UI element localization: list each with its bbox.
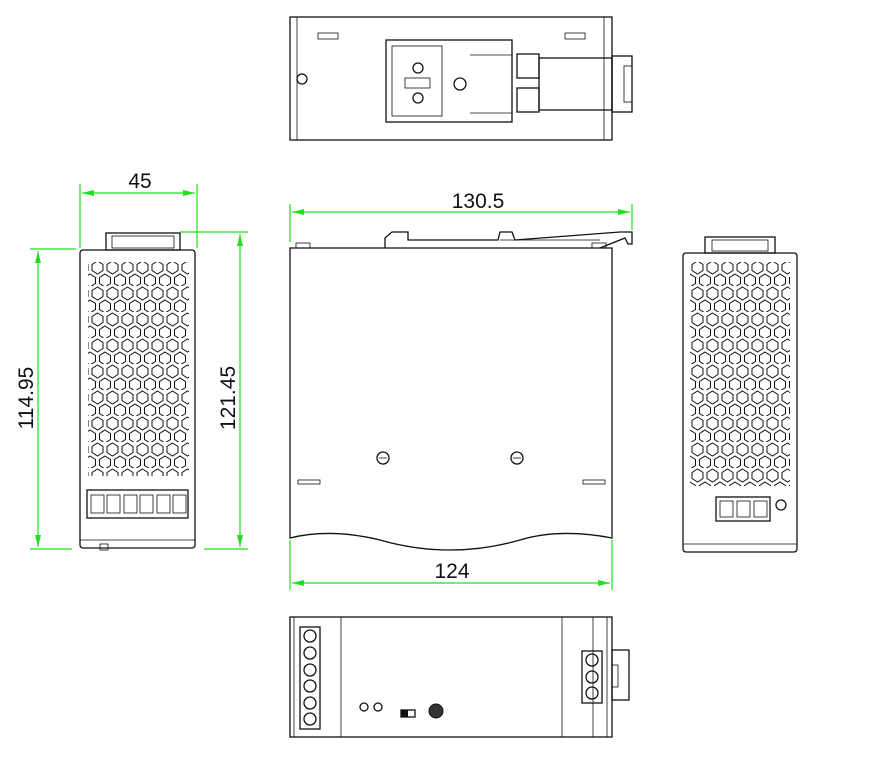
dimension-label: 124 [434, 560, 469, 583]
bottom-view [289, 616, 630, 738]
terminal-block [86, 489, 189, 519]
dimension-114-95: 114.95 [15, 248, 76, 550]
led-icon [775, 499, 787, 511]
top-view [289, 16, 633, 141]
left-side-view [79, 232, 196, 551]
din-clip [385, 39, 513, 123]
dimension-label: 114.95 [15, 367, 38, 430]
potentiometer-icon [428, 703, 444, 719]
led-icon [373, 702, 383, 712]
dimension-label: 121.45 [217, 366, 240, 430]
terminal-block [581, 650, 603, 704]
front-view [289, 231, 633, 551]
dimension-label: 130.5 [452, 190, 505, 213]
terminal-block [715, 496, 771, 522]
dimension-45: 45 [79, 170, 198, 248]
dimension-label: 45 [128, 170, 151, 193]
dimension-121-45: 121.45 [180, 231, 248, 550]
terminal-block [299, 626, 321, 730]
dimension-130-5: 130.5 [289, 190, 633, 242]
right-side-view [682, 236, 798, 553]
vent-grille [690, 262, 790, 486]
screw-icon [376, 451, 390, 465]
screw-icon [510, 451, 524, 465]
dimension-124: 124 [289, 540, 613, 590]
led-icon [359, 702, 369, 712]
screw-icon [296, 73, 308, 85]
vent-grille [88, 262, 189, 476]
